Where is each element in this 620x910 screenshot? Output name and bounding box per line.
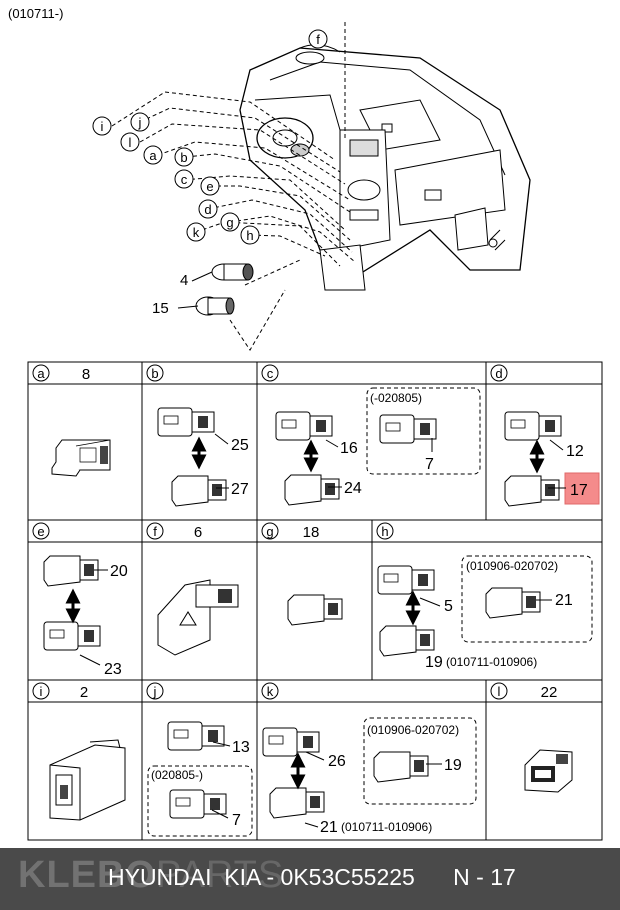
highlight-box <box>564 472 600 505</box>
cell-k-bottom-date: (010711-010906) <box>341 820 432 834</box>
part-7b-switch <box>169 789 227 819</box>
cell-k-inset-date: (010906-020702) <box>367 723 459 737</box>
part-20-cap <box>43 555 99 587</box>
part-27-cap <box>171 475 227 507</box>
cell-c-letter: c <box>267 366 274 381</box>
dashboard-overview: f i j l a b c e d g k h 4 15 <box>92 22 531 351</box>
parts-grid <box>27 361 603 841</box>
cell-l-part: 22 <box>541 684 558 701</box>
part-7-switch <box>379 414 437 444</box>
cell-h-top-part: 5 <box>444 598 453 615</box>
cell-g-part: 18 <box>303 524 320 541</box>
cell-c-top-part: 16 <box>340 440 358 457</box>
part-25-switch <box>157 407 215 437</box>
part-8-switch <box>51 439 111 477</box>
callout-j: j <box>138 115 142 130</box>
cell-i-part: 2 <box>80 684 88 701</box>
cell-j-inset-part: 7 <box>232 812 241 829</box>
part-23-switch <box>43 621 101 651</box>
cell-h-bottom-date: (010711-010906) <box>446 655 537 669</box>
cell-a-part: 8 <box>82 366 90 383</box>
part-16-switch <box>275 411 333 441</box>
cell-e-bottom-part: 23 <box>104 661 122 678</box>
callout-g: g <box>226 215 233 230</box>
callout-l: l <box>129 135 132 150</box>
cell-b-top-part: 25 <box>231 437 249 454</box>
cell-a-letter: a <box>37 366 45 381</box>
cell-h-inset-part: 21 <box>555 592 573 609</box>
cell-j-top-part: 13 <box>232 739 250 756</box>
part-26-switch <box>262 727 320 757</box>
cell-e-letter: e <box>37 524 44 539</box>
watermark-logo: KLEBOPARTS <box>18 854 284 897</box>
cell-k-inset-part: 19 <box>444 757 462 774</box>
watermark-light: PARTS <box>156 854 285 896</box>
part-5-switch <box>377 565 435 595</box>
cell-b-letter: b <box>151 366 158 381</box>
watermark-bold: KLEBO <box>18 854 156 896</box>
cell-b-bottom-part: 27 <box>231 481 249 498</box>
footer-caption: HYUNDAI KIA - 0K53C55225 N - 17 <box>108 864 516 890</box>
part-22-switch <box>524 749 573 793</box>
callout-c: c <box>181 172 188 187</box>
cell-h-inset-date: (010906-020702) <box>466 559 558 573</box>
part-21-cap <box>485 587 541 619</box>
cell-g-letter: g <box>266 524 273 539</box>
callout-k: k <box>193 225 200 240</box>
cell-c-bottom-part: 24 <box>344 480 362 497</box>
cell-j-inset-date: (020805-) <box>151 768 203 782</box>
cell-i-letter: i <box>40 684 43 699</box>
cell-k-letter: k <box>267 684 274 699</box>
cell-d-bottom-part: 17 <box>570 482 588 499</box>
part-17-cap <box>504 475 560 507</box>
cell-f-part: 6 <box>194 524 202 541</box>
cell-d-top-part: 12 <box>566 443 584 460</box>
cell-c-inset-part: 7 <box>425 456 434 473</box>
part-6-hazard-switch <box>157 579 239 656</box>
cell-h-letter: h <box>381 524 388 539</box>
cell-f-letter: f <box>153 524 157 539</box>
cell-h-bottom-part: 19 <box>425 654 443 671</box>
part-21b-cap <box>269 787 325 819</box>
callout-4: 4 <box>180 272 188 289</box>
cell-j-letter: j <box>153 684 157 699</box>
cell-k-top-part: 26 <box>328 753 346 770</box>
header-code: (010711-) <box>8 6 63 21</box>
callout-15: 15 <box>152 300 169 317</box>
part-12-switch <box>504 411 562 441</box>
callout-d: d <box>204 202 211 217</box>
footer-bar: KLEBOPARTS HYUNDAI KIA - 0K53C55225 N - … <box>0 848 620 910</box>
parts-diagram: (010711-) <box>8 6 603 841</box>
part-18-cap <box>287 594 343 626</box>
part-2-switch <box>49 739 126 821</box>
cell-c-inset-date: (-020805) <box>370 391 422 405</box>
callout-h: h <box>246 228 253 243</box>
part-13-switch <box>167 721 225 751</box>
callout-b: b <box>180 150 187 165</box>
cell-l-letter: l <box>498 684 501 699</box>
callout-a: a <box>149 148 157 163</box>
part-19b-cap <box>373 751 429 783</box>
cell-e-top-part: 20 <box>110 563 128 580</box>
cell-k-bottom-part: 21 <box>320 819 338 836</box>
part-19-cap <box>379 625 435 657</box>
callout-e: e <box>206 179 213 194</box>
part-24-cap <box>284 474 340 506</box>
cell-d-letter: d <box>495 366 502 381</box>
callout-i: i <box>101 119 104 134</box>
callout-f: f <box>316 32 320 47</box>
